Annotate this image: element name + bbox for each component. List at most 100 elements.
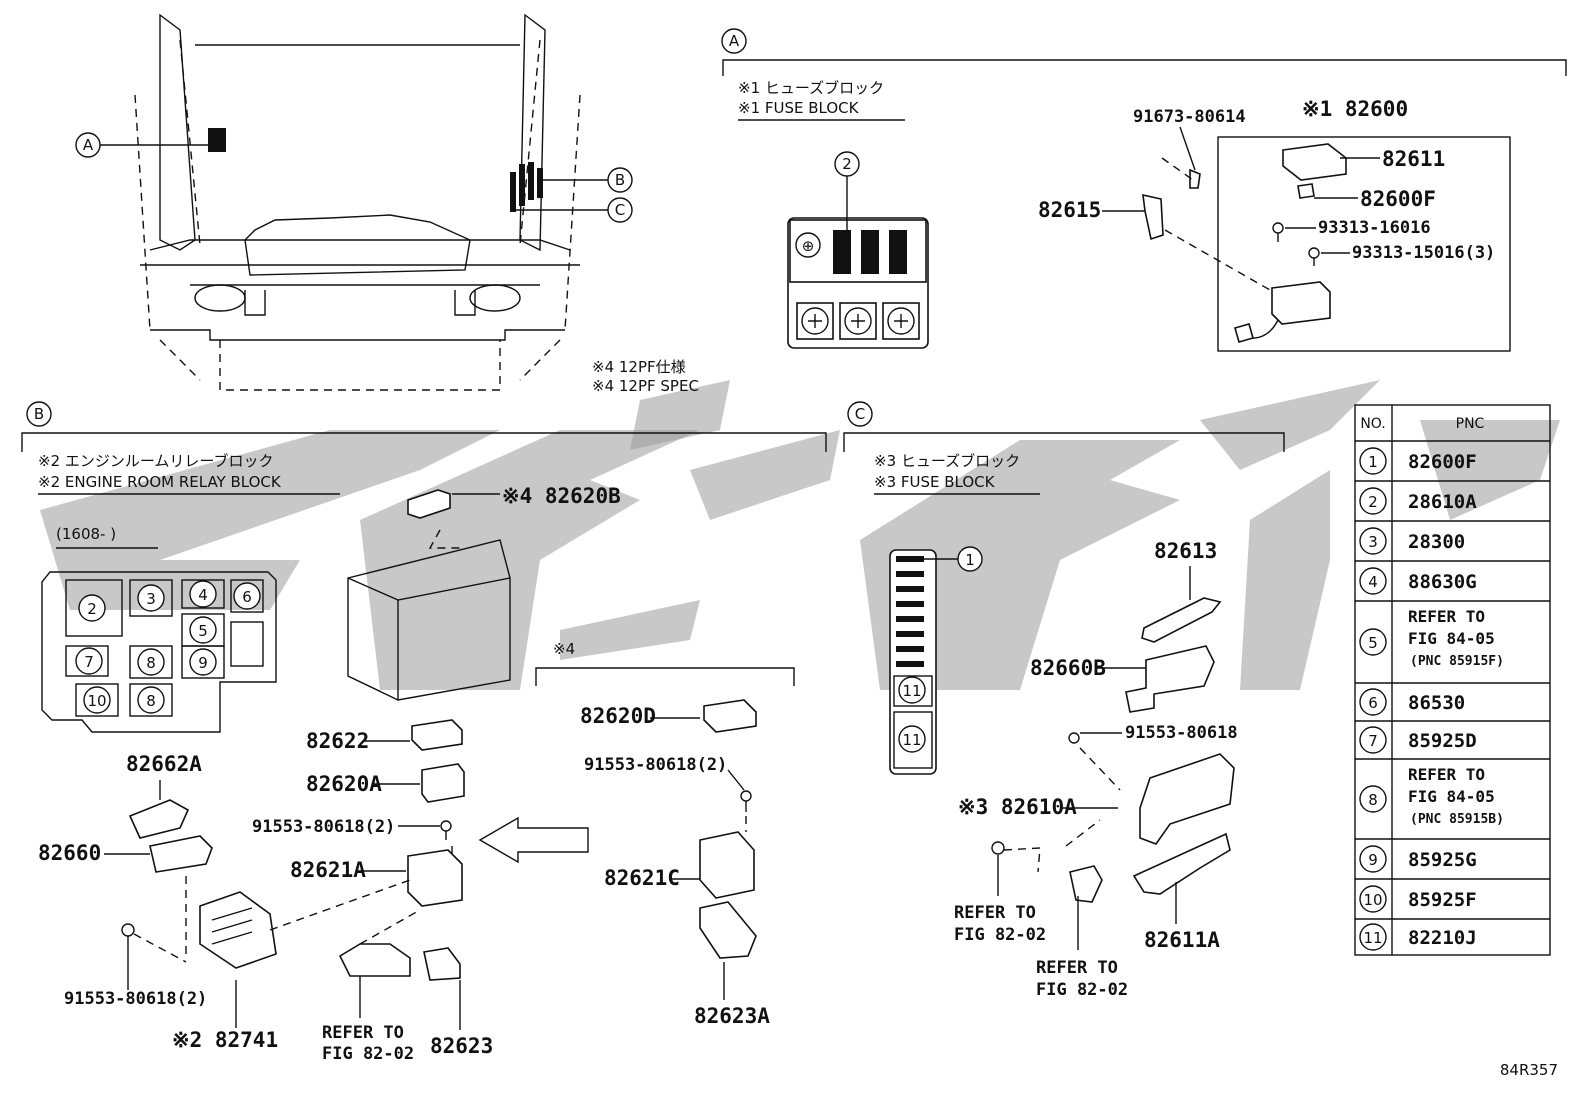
pnc-row-pnc: REFER TO <box>1408 607 1485 626</box>
svg-text:8: 8 <box>146 692 156 710</box>
pnc-row-pnc: 28610A <box>1408 491 1477 513</box>
marker-c-overview: C <box>615 201 625 219</box>
pnc-row-pnc: (PNC 85915B) <box>1410 812 1504 827</box>
part-91553-80618-b3: 91553-80618(2) <box>584 755 727 775</box>
pnc-row-no: 2 <box>1368 493 1378 511</box>
svg-text:3: 3 <box>146 590 156 608</box>
svg-text:7: 7 <box>84 653 94 671</box>
svg-text:4: 4 <box>198 586 208 604</box>
pnc-row-no: 4 <box>1368 573 1378 591</box>
pnc-row-pnc: 82600F <box>1408 451 1477 473</box>
watermark-logo <box>40 380 1560 690</box>
pnc-row-no: 7 <box>1368 732 1378 750</box>
svg-text:10: 10 <box>87 692 106 710</box>
callout-11-c-2: 11 <box>902 731 921 749</box>
pnc-row-no: 10 <box>1363 891 1382 909</box>
part-82622: 82622 <box>306 729 369 753</box>
pnc-row-pnc: REFER TO <box>1408 765 1485 784</box>
pnc-row-pnc: 85925G <box>1408 849 1477 871</box>
refer-to-c-b-1: REFER TO <box>1036 958 1118 978</box>
pnc-row-no: 3 <box>1368 533 1378 551</box>
pnc-row-pnc: 82210J <box>1408 927 1477 949</box>
pnc-header-no: NO. <box>1360 416 1385 432</box>
pnc-row-pnc: 85925D <box>1408 730 1477 752</box>
part-82613: 82613 <box>1154 539 1217 563</box>
part-82741: ※2 82741 <box>172 1028 278 1052</box>
section-c-title-en: ※3 FUSE BLOCK <box>874 473 996 491</box>
part-group-82600: ※1 82600 <box>1302 97 1408 121</box>
part-82660B: 82660B <box>1030 656 1106 680</box>
part-82615: 82615 <box>1038 198 1101 222</box>
date-range: (1608- ) <box>56 525 116 543</box>
callout-1-c: 1 <box>965 551 975 569</box>
pnc-row-pnc: FIG 84-05 <box>1408 629 1495 648</box>
refer-to-c-a-1: REFER TO <box>954 903 1036 923</box>
direction-arrow <box>478 816 589 864</box>
svg-text:8: 8 <box>146 654 156 672</box>
part-82620D: 82620D <box>580 704 656 728</box>
part-91553-80618-c: 91553-80618 <box>1125 723 1238 743</box>
pnc-row-pnc: 88630G <box>1408 571 1477 593</box>
refer-to-c-b-2: FIG 82-02 <box>1036 980 1128 1000</box>
pnc-header-pnc: PNC <box>1456 416 1485 432</box>
fuse-block-c <box>889 549 937 775</box>
svg-text:9: 9 <box>198 654 208 672</box>
refer-to-b-2: FIG 82-02 <box>322 1044 414 1064</box>
relay-block <box>41 571 277 733</box>
pnc-row-no: 6 <box>1368 694 1378 712</box>
marker-b-overview: B <box>615 171 625 189</box>
section-c-marker: C <box>855 405 865 423</box>
pnc-row-no: 11 <box>1363 929 1382 947</box>
part-82620B: ※4 82620B <box>502 484 621 508</box>
svg-text:6: 6 <box>242 588 252 606</box>
section-a-title-jp: ※1 ヒューズブロック <box>738 79 884 97</box>
refer-to-c-a-2: FIG 82-02 <box>954 925 1046 945</box>
pnc-row-no: 8 <box>1368 791 1378 809</box>
section-b-title-jp: ※2 エンジンルームリレーブロック <box>38 452 274 470</box>
pnc-row-pnc: 85925F <box>1408 889 1477 911</box>
part-82621C: 82621C <box>604 866 680 890</box>
svg-text:⊕: ⊕ <box>802 237 815 255</box>
section-b-title-en: ※2 ENGINE ROOM RELAY BLOCK <box>38 473 282 491</box>
pnc-row-no: 1 <box>1368 453 1378 471</box>
pnc-row-no: 9 <box>1368 851 1378 869</box>
part-91553-80618-b1: 91553-80618(2) <box>252 817 395 837</box>
part-82600F: 82600F <box>1360 187 1436 211</box>
part-82611: 82611 <box>1382 147 1445 171</box>
figure-id: 84R357 <box>1500 1061 1558 1079</box>
section-c-title-jp: ※3 ヒューズブロック <box>874 452 1020 470</box>
section-a-marker: A <box>729 32 740 50</box>
svg-text:2: 2 <box>87 600 97 618</box>
part-82660: 82660 <box>38 841 101 865</box>
spec-note-en: ※4 12PF SPEC <box>592 377 699 395</box>
pnc-row-pnc: (PNC 85915F) <box>1410 654 1504 669</box>
pnc-row-pnc: 28300 <box>1408 531 1465 553</box>
part-82623: 82623 <box>430 1034 493 1058</box>
vehicle-overview <box>134 13 581 391</box>
part-93313-15016: 93313-15016(3) <box>1352 243 1495 263</box>
part-93313-16016: 93313-16016 <box>1318 218 1431 238</box>
pnc-row-pnc: FIG 84-05 <box>1408 787 1495 806</box>
pnc-row-no: 5 <box>1368 634 1378 652</box>
section-a-title-en: ※1 FUSE BLOCK <box>738 99 860 117</box>
pnc-table: NO. PNC 1 82600F 2 28610A 3 28300 4 8863… <box>1354 404 1551 956</box>
relay-slot-callouts: 2 3 4 6 5 7 8 9 10 8 <box>75 580 261 714</box>
refer-to-b-1: REFER TO <box>322 1023 404 1043</box>
relay-module-82741 <box>199 891 277 969</box>
part-82611A: 82611A <box>1144 928 1220 952</box>
spec-note-jp: ※4 12PF仕様 <box>592 358 686 376</box>
part-91673-80614: 91673-80614 <box>1133 107 1246 127</box>
part-82623A: 82623A <box>694 1004 770 1028</box>
marker-a-overview: A <box>83 136 94 154</box>
part-82610A: ※3 82610A <box>958 795 1077 819</box>
pnc-row-pnc: 86530 <box>1408 692 1465 714</box>
callout-11-c-1: 11 <box>902 682 921 700</box>
section-b-marker: B <box>34 405 44 423</box>
part-82620A: 82620A <box>306 772 382 796</box>
part-91553-80618-b2: 91553-80618(2) <box>64 989 207 1009</box>
callout-1-a: 2 <box>842 155 852 173</box>
part-82662A: 82662A <box>126 752 202 776</box>
svg-text:5: 5 <box>198 622 208 640</box>
note-4: ※4 <box>553 640 575 658</box>
